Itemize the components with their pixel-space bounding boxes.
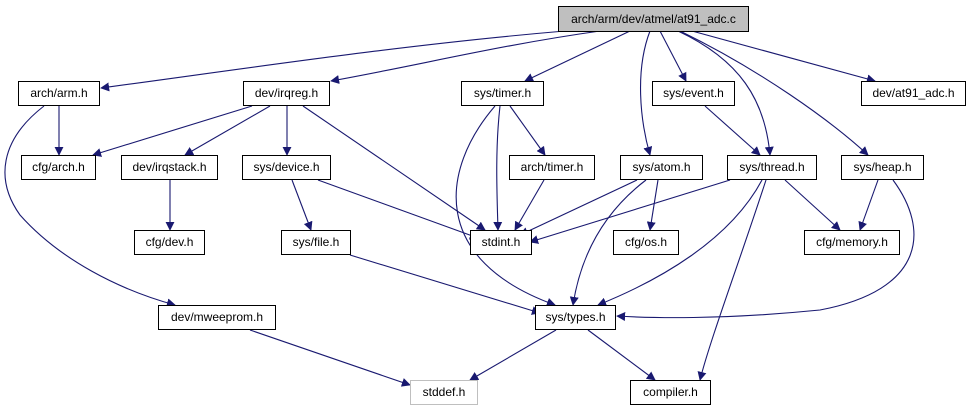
node-sys-device[interactable]: sys/device.h <box>242 155 331 180</box>
node-dev-irqstack[interactable]: dev/irqstack.h <box>121 155 218 180</box>
edge-sys-timer-to-sys-types <box>455 105 556 307</box>
edge-sys-types-to-stddef <box>469 329 557 381</box>
edge-dev-irqreg-to-stdint <box>302 105 486 231</box>
edge-root-to-sys-thread <box>677 30 774 156</box>
edge-root-to-dev-at91-adc <box>691 30 876 84</box>
edge-sys-atom-to-sys-types <box>569 179 647 306</box>
edge-sys-device-to-stdint <box>317 179 479 240</box>
edge-sys-thread-to-stdint <box>529 179 731 244</box>
node-sys-file[interactable]: sys/file.h <box>281 230 351 255</box>
root-file-node: arch/arm/dev/atmel/at91_adc.c <box>558 6 749 32</box>
node-sys-timer[interactable]: sys/timer.h <box>461 81 544 106</box>
edge-sys-thread-to-cfg-memory <box>784 179 841 231</box>
node-cfg-os[interactable]: cfg/os.h <box>613 230 679 255</box>
node-compiler[interactable]: compiler.h <box>630 380 711 405</box>
node-arch-timer[interactable]: arch/timer.h <box>509 155 595 180</box>
node-cfg-arch[interactable]: cfg/arch.h <box>21 155 96 180</box>
edge-dev-mweeprom-to-stddef <box>249 329 411 387</box>
edge-root-to-sys-atom <box>640 30 653 156</box>
edge-root-to-sys-event <box>659 30 687 82</box>
node-sys-thread[interactable]: sys/thread.h <box>727 155 817 180</box>
edge-sys-types-to-compiler <box>587 329 656 381</box>
node-cfg-memory[interactable]: cfg/memory.h <box>804 230 900 255</box>
edge-root-to-dev-irqreg <box>330 30 601 84</box>
edge-sys-file-to-sys-types <box>349 254 541 315</box>
node-sys-event[interactable]: sys/event.h <box>652 81 735 106</box>
edge-sys-thread-to-sys-types <box>597 179 763 307</box>
node-sys-atom[interactable]: sys/atom.h <box>620 155 703 180</box>
node-sys-heap[interactable]: sys/heap.h <box>841 155 924 180</box>
edge-sys-atom-to-cfg-os <box>646 179 659 231</box>
node-dev-irqreg[interactable]: dev/irqreg.h <box>243 81 330 106</box>
node-sys-types[interactable]: sys/types.h <box>535 305 616 330</box>
edge-dev-irqreg-to-dev-irqstack <box>184 105 271 156</box>
edge-dev-irqreg-to-cfg-arch <box>92 105 253 157</box>
edge-sys-atom-to-stdint <box>519 179 638 236</box>
edge-sys-thread-to-compiler <box>697 179 767 381</box>
edge-sys-heap-to-cfg-memory <box>858 179 879 231</box>
edge-root-to-sys-heap <box>679 30 869 156</box>
edge-sys-timer-to-stdint <box>493 105 503 231</box>
edge-sys-heap-to-sys-types <box>616 179 915 321</box>
edge-sys-timer-to-arch-timer <box>509 105 546 156</box>
edge-sys-device-to-sys-file <box>291 179 313 231</box>
node-arch-arm[interactable]: arch/arm.h <box>18 81 100 106</box>
node-dev-mweeprom[interactable]: dev/mweeprom.h <box>158 305 276 330</box>
node-stdint[interactable]: stdint.h <box>470 230 532 255</box>
node-cfg-dev[interactable]: cfg/dev.h <box>134 230 205 255</box>
edge-arch-arm-to-dev-mweeprom <box>4 105 176 308</box>
node-dev-at91-adc[interactable]: dev/at91_adc.h <box>861 81 966 106</box>
edge-arch-timer-to-stdint <box>514 179 545 231</box>
node-stddef: stddef.h <box>410 380 478 405</box>
edge-sys-event-to-sys-thread <box>704 105 761 156</box>
edge-root-to-arch-arm <box>100 30 566 92</box>
edge-root-to-sys-timer <box>524 30 631 82</box>
